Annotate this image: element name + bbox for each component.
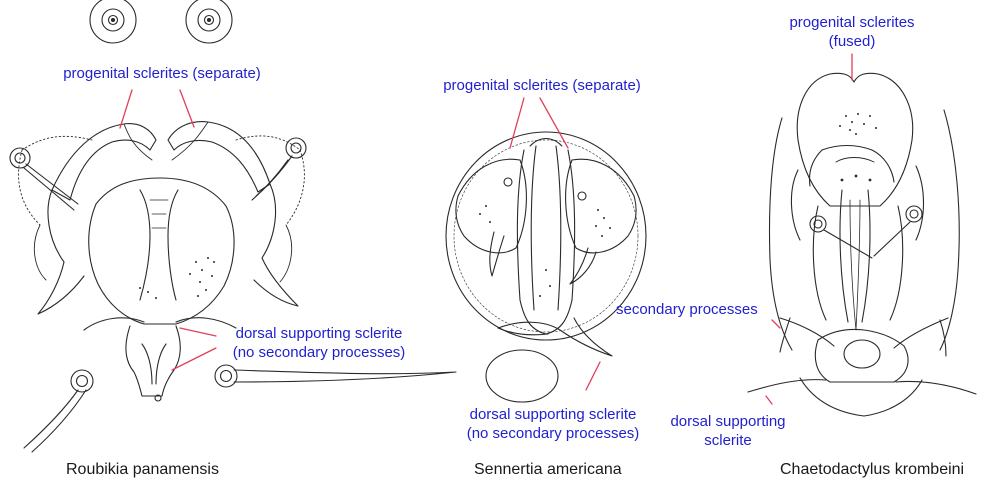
label-progenital-sclerites-chaetodactylus-line2: (fused): [828, 33, 876, 50]
stipple-roubikia: [139, 257, 215, 299]
label-secondary-processes: secondary processes: [616, 301, 758, 318]
label-dorsal-sclerite-sennertia-line1: dorsal supporting sclerite: [469, 406, 637, 423]
ring-structure-right: [185, 0, 233, 44]
species-name-roubikia: Roubikia panamensis: [66, 461, 219, 478]
stipple-chaetodactylus: [839, 113, 877, 182]
stipple-sennertia: [479, 205, 611, 297]
label-progenital-sclerites-sennertia: progenital sclerites (separate): [443, 77, 641, 94]
pointer-lines: [119, 53, 853, 405]
ring-structure-left: [89, 0, 137, 44]
label-dorsal-sclerite-sennertia-line2: (no secondary processes): [466, 425, 640, 442]
progenital-sclerite-fused: [796, 72, 914, 207]
label-dorsal-sclerite-chaetodactylus-line2: sclerite: [704, 432, 752, 449]
roubikia-drawing: [9, 0, 457, 453]
chaetodactylus-drawing: [747, 72, 977, 417]
species-name-sennertia: Sennertia americana: [474, 461, 622, 478]
progenital-sclerite-right: [167, 121, 271, 193]
label-dorsal-sclerite-roubikia-line2: (no secondary processes): [232, 344, 406, 361]
progenital-sclerite-left: [51, 123, 157, 201]
label-dorsal-sclerite-chaetodactylus-line1: dorsal supporting: [670, 413, 786, 430]
label-dorsal-sclerite-roubikia-line1: dorsal supporting sclerite: [235, 325, 403, 342]
species-name-chaetodactylus: Chaetodactylus krombeini: [780, 461, 965, 478]
sennertia-drawing: [445, 131, 647, 403]
label-progenital-sclerites-chaetodactylus-line1: progenital sclerites: [789, 14, 915, 31]
label-progenital-sclerites-roubikia: progenital sclerites (separate): [63, 65, 261, 82]
